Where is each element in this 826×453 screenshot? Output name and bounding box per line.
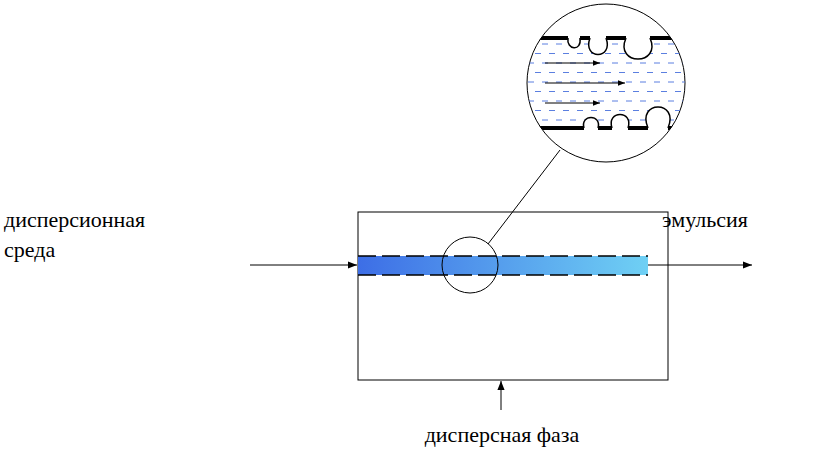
flow-label: дисперсионная среда (4, 205, 169, 265)
inlet-arrow (250, 265, 357, 266)
membrane-wall (358, 255, 648, 257)
outlet-arrow (648, 265, 752, 266)
zoom-spot (442, 237, 498, 293)
leader-line (488, 150, 560, 244)
zoom-content (520, 38, 700, 128)
membrane-tube (358, 256, 648, 275)
flow-label: эмульсия (662, 205, 782, 235)
membrane-wall (358, 274, 648, 276)
phase-inlet-arrow (501, 381, 502, 410)
housing (358, 212, 668, 380)
flow-label: дисперсная фаза (400, 420, 604, 450)
zoom-circle (527, 4, 685, 162)
